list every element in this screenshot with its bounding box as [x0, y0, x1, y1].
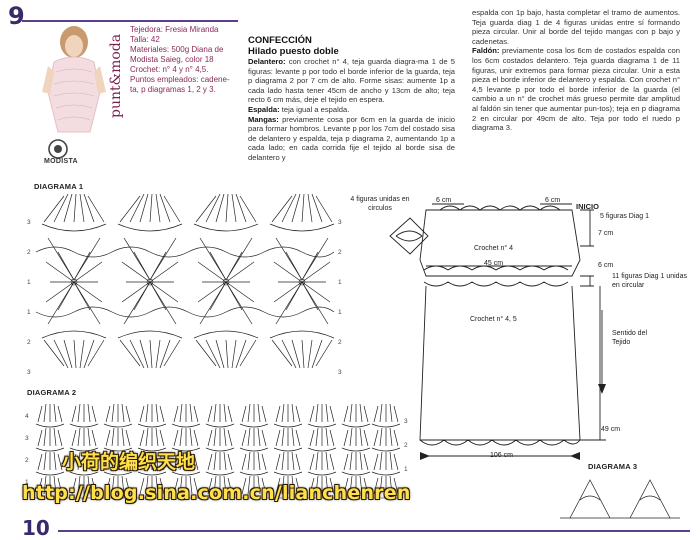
- delantero-paragraph: Delantero: con crochet n° 4, teja guarda…: [248, 57, 455, 105]
- row-number: 2: [25, 457, 29, 464]
- materials-line: ta, p diagramas 1, 2 y 3.: [130, 85, 216, 94]
- row-number: 1: [25, 479, 29, 486]
- skirt-crochet-label: Crochet n° 4, 5: [470, 316, 517, 323]
- top-left-measure: 6 cm: [436, 197, 452, 204]
- materials-line: Crochet: n° 4 y n° 4,5.: [130, 65, 209, 74]
- side-49-measure: 49 cm: [601, 426, 621, 433]
- watermark-title: 小荷的编织天地: [62, 451, 196, 473]
- top-right-measure: 6 cm: [545, 197, 561, 204]
- row-number: 3: [27, 369, 31, 376]
- row-number: 2: [27, 249, 31, 256]
- instructions-col-1: CONFECCIÓN Hilado puesto doble Delantero…: [248, 35, 455, 163]
- diagram-2-title: DIAGRAMA 2: [27, 388, 77, 397]
- materials-line: Modista Saieg, color 18: [130, 55, 214, 64]
- knitting-direction-label: Sentido del Tejido: [612, 330, 648, 346]
- materials-line: Tejedora: Fresia Miranda: [130, 25, 219, 34]
- espalda-text: teja igual a espalda.: [281, 104, 350, 114]
- materials-line: Talla: 42: [130, 35, 160, 44]
- logo-text: MODISTA: [44, 158, 78, 165]
- model-photo: [40, 22, 108, 133]
- materials-line: Materiales: 500g Diana de: [130, 45, 224, 54]
- page-number: 9: [8, 2, 25, 30]
- row-number: 2: [404, 442, 408, 449]
- diagram-1-title: DIAGRAMA 1: [34, 182, 84, 191]
- bodice-crochet-label: Crochet n° 4: [474, 245, 513, 252]
- row-number: 1: [27, 279, 31, 286]
- diagram-2-row-numbers-left: 4 3 2 1: [25, 406, 29, 494]
- materials-line: Puntos empleados: cadene-: [130, 75, 230, 84]
- delantero-label: Delantero:: [248, 57, 286, 66]
- brand-vertical: punt&moda: [108, 33, 124, 118]
- header-rule: [22, 20, 238, 22]
- hem-106-measure: 106 cm: [490, 452, 513, 459]
- espalda-label: Espalda:: [248, 104, 280, 114]
- diagram-2-row-numbers-right: 3 2 1: [404, 410, 408, 482]
- row-number: 1: [338, 279, 342, 286]
- row-number: 4: [25, 413, 29, 420]
- row-number: 1: [404, 466, 408, 473]
- footer-rule: [58, 530, 690, 532]
- logo-mark-icon: [48, 139, 68, 159]
- next-page-number: 10: [22, 516, 50, 540]
- faldon-label: Faldón:: [472, 46, 500, 56]
- row-number: 3: [338, 219, 342, 226]
- delantero-text: con crochet n° 4, teja guarda diagra-ma …: [248, 57, 455, 105]
- diagram-3-chart: [560, 479, 680, 519]
- diagram-3-title: DIAGRAMA 3: [588, 462, 638, 471]
- mangas-paragraph: Mangas: previamente cosa por 6cm en la g…: [248, 115, 455, 163]
- figures-11-label: 11 figuras Diag 1 unidas en circular: [612, 273, 687, 289]
- sleeve-note: 4 figuras unidas en circulos: [350, 196, 410, 212]
- row-number: 3: [338, 369, 342, 376]
- row-number: 1: [27, 309, 31, 316]
- instructions-col-2: espalda con 1p bajo, hasta completar el …: [472, 8, 680, 133]
- diagram-1-row-numbers-right: 3 2 1 1 2 3: [338, 208, 342, 388]
- diagram-1-chart: [35, 193, 335, 369]
- mangas-text: previamente cosa por 6cm en la guarda de…: [248, 114, 455, 162]
- espalda-paragraph: Espalda: teja igual a espalda.: [248, 105, 455, 115]
- section-title: CONFECCIÓN: [248, 35, 312, 46]
- diagram-1-row-numbers-left: 3 2 1 1 2 3: [27, 208, 31, 388]
- mangas-continued: espalda con 1p bajo, hasta completar el …: [472, 8, 680, 46]
- mangas-label: Mangas:: [248, 114, 279, 124]
- start-label: INICIO: [576, 202, 599, 211]
- faldon-text: previamente cosa los 6cm de costados esp…: [472, 46, 680, 133]
- side-7-measure: 7 cm: [598, 230, 614, 237]
- faldon-paragraph: Faldón: previamente cosa los 6cm de cost…: [472, 46, 680, 132]
- width-45-measure: 45 cm: [484, 260, 504, 267]
- garment-schematic: [389, 203, 606, 460]
- modista-logo: MODISTA: [44, 136, 104, 166]
- figures-5-label: 5 figuras Diag 1: [600, 213, 650, 220]
- row-number: 1: [338, 309, 342, 316]
- row-number: 2: [338, 339, 342, 346]
- section-subtitle: Hilado puesto doble: [248, 46, 339, 57]
- row-number: 3: [404, 418, 408, 425]
- watermark-url: http://blog.sina.com.cn/lianchenren: [22, 482, 411, 504]
- row-number: 2: [338, 249, 342, 256]
- side-6-measure: 6 cm: [598, 262, 614, 269]
- row-number: 3: [27, 219, 31, 226]
- row-number: 2: [27, 339, 31, 346]
- materials-block: Tejedora: Fresia Miranda Talla: 42 Mater…: [130, 25, 240, 95]
- row-number: 3: [25, 435, 29, 442]
- diagram-2-chart: [34, 403, 401, 499]
